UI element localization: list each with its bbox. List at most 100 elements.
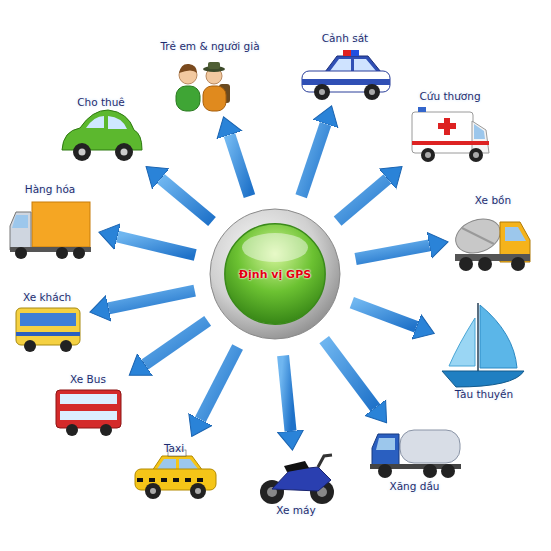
coach-icon (16, 308, 80, 352)
ambulance-icon-part (473, 152, 479, 158)
ambulance-icon-part (412, 141, 489, 145)
mixer-truck-icon-part (505, 227, 526, 241)
vehicle-label: Xe bồn (452, 192, 534, 208)
coach-icon-part (24, 340, 36, 352)
taxi-icon-part (149, 478, 155, 482)
people-icon-part (208, 62, 220, 69)
vehicle-label: Xe Bus (50, 371, 126, 387)
police-car-icon-part (314, 84, 330, 100)
flow-arrow (109, 291, 195, 309)
ambulance-icon-part (421, 148, 435, 162)
vehicle-label: Cảnh sát (295, 30, 395, 46)
tanker-truck-icon-part (441, 464, 455, 478)
vehicle-label: Xăng dầu (366, 478, 463, 494)
taxi-icon-part (161, 478, 167, 482)
police-car-icon-part (325, 56, 381, 72)
taxi-icon (135, 450, 216, 499)
flow-arrow (161, 179, 212, 222)
rental-car-icon-part (115, 143, 133, 161)
hub-label: Định vị GPS (239, 268, 311, 281)
police-car-icon-part (369, 89, 375, 95)
flow-arrow (200, 347, 237, 420)
flow-arrow (356, 245, 430, 259)
double-decker-icon-part (100, 424, 112, 436)
people-icon-part (179, 64, 197, 73)
gps-hub: Định vị GPS (208, 207, 342, 341)
flow-arrow (324, 340, 375, 408)
rental-car-icon-part (121, 149, 128, 156)
taxi-icon-part (145, 483, 161, 499)
police-car-icon (302, 50, 390, 100)
cargo-truck-icon-part (12, 215, 28, 228)
ambulance-icon-part (474, 124, 485, 139)
cargo-truck-icon-part (56, 247, 68, 259)
rental-car-icon-part (73, 143, 91, 161)
hub-highlight (242, 233, 308, 262)
tanker-truck-icon-part (378, 464, 392, 478)
rental-car-icon-part (86, 116, 127, 129)
mixer-truck-icon-part (451, 213, 505, 259)
tanker-truck-icon (370, 430, 461, 478)
rental-car-icon-part (62, 110, 142, 150)
vehicle-label: Hàng hóa (5, 181, 95, 197)
cargo-truck-icon-part (32, 202, 90, 247)
tanker-truck-icon-part (423, 464, 437, 478)
vehicle-node: Cảnh sát (295, 30, 395, 102)
double-decker-icon-part (60, 411, 117, 420)
police-car-icon-part (364, 84, 380, 100)
vehicle-node: Xe bồn (452, 192, 534, 275)
vehicle-label: Cứu thương (405, 88, 495, 104)
ambulance-icon-part (412, 112, 473, 153)
vehicle-label: Trẻ em & người già (140, 38, 280, 54)
vehicle-label: Xe khách (8, 289, 86, 305)
vehicle-node: Xe khách (8, 289, 86, 353)
rental-car-icon (62, 110, 142, 161)
tanker-truck-icon-part (400, 430, 460, 463)
vehicle-node: Xe máy (254, 454, 338, 518)
mixer-truck-icon (451, 213, 530, 271)
hub-rim (210, 209, 340, 339)
double-decker-icon-part (56, 390, 121, 428)
sailboat-icon-part (477, 303, 479, 372)
rental-car-icon-part (79, 149, 86, 156)
sailboat-icon-part (449, 318, 475, 366)
mixer-truck-icon-part (511, 257, 525, 271)
flow-arrow (283, 356, 290, 432)
flow-arrow (338, 179, 388, 221)
mixer-truck-icon-part (462, 228, 494, 244)
flow-arrow (352, 303, 417, 327)
vehicle-label: Xe máy (254, 502, 338, 518)
people-icon-part (203, 86, 226, 111)
vehicle-label: Taxi (128, 440, 220, 456)
coach-icon-part (60, 340, 72, 352)
people-icon (176, 62, 230, 111)
flow-arrow (145, 321, 208, 365)
police-car-icon-part (343, 50, 351, 56)
sailboat-icon-part (480, 305, 517, 368)
police-car-icon-part (330, 59, 376, 71)
vehicle-node: Cứu thương (405, 88, 495, 164)
vehicle-node: Trẻ em & người già (140, 38, 280, 113)
flow-arrow (229, 135, 249, 196)
double-decker-icon (56, 390, 121, 436)
motorbike-icon-part (318, 455, 332, 467)
ambulance-icon-part (425, 152, 431, 158)
taxi-icon-part (190, 483, 206, 499)
vehicle-node: Tàu thuyền (438, 302, 530, 402)
people-icon-part (176, 86, 200, 111)
police-car-icon-part (302, 79, 390, 85)
cargo-truck-icon-part (15, 247, 27, 259)
mixer-truck-icon-part (459, 257, 473, 271)
coach-icon-part (16, 332, 80, 336)
flow-arrow (301, 124, 325, 196)
cargo-truck-icon-part (10, 212, 31, 250)
taxi-icon-part (137, 478, 143, 482)
cargo-truck-icon (10, 202, 91, 259)
flow-arrow (117, 237, 195, 256)
mixer-truck-icon-part (478, 257, 492, 271)
sailboat-icon-part (442, 371, 524, 387)
vehicle-node: Cho thuê (55, 94, 147, 164)
vehicle-label: Tàu thuyền (438, 386, 530, 402)
ambulance-icon-part (418, 107, 426, 112)
